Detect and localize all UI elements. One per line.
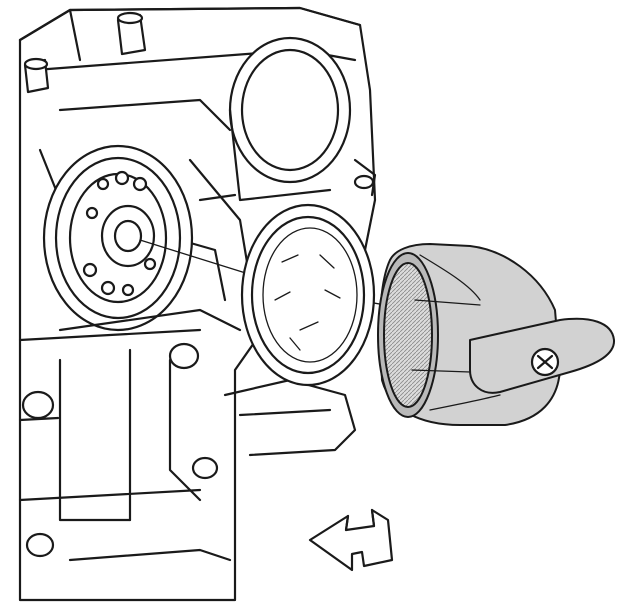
engine-block (18, 6, 386, 602)
seal-installer-tool (377, 243, 616, 426)
rear-main-seal (240, 203, 376, 387)
direction-arrow (308, 508, 394, 572)
